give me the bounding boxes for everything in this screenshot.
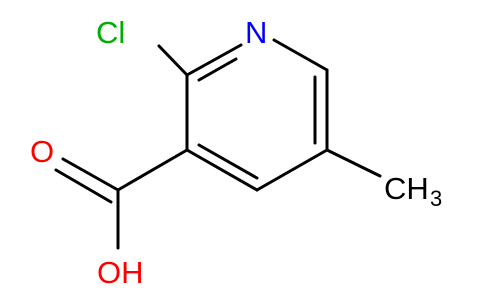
bond-c2-cl	[157, 44, 189, 77]
bond-c6-n1	[272, 38, 329, 72]
hydroxyl-label: OH	[97, 255, 144, 290]
nitrogen-label: N	[245, 15, 267, 50]
methyl-label: CH	[384, 171, 429, 206]
bond-carboxyl-o-double-b	[54, 168, 113, 204]
methyl-subscript: 3	[430, 186, 442, 211]
bond-c3-carboxyl	[116, 148, 189, 192]
bond-c5-methyl	[325, 148, 382, 178]
bond-c4-c5	[255, 148, 329, 192]
bond-c3-c4	[185, 148, 259, 192]
carbonyl-oxygen-label: O	[30, 134, 54, 169]
bond-c3-c4-inner	[197, 143, 259, 180]
bond-n1-c2	[185, 43, 243, 77]
bond-n1-c2-inner	[197, 57, 238, 82]
bond-carboxyl-o-double-a	[61, 157, 120, 192]
chlorine-label: Cl	[96, 15, 125, 50]
